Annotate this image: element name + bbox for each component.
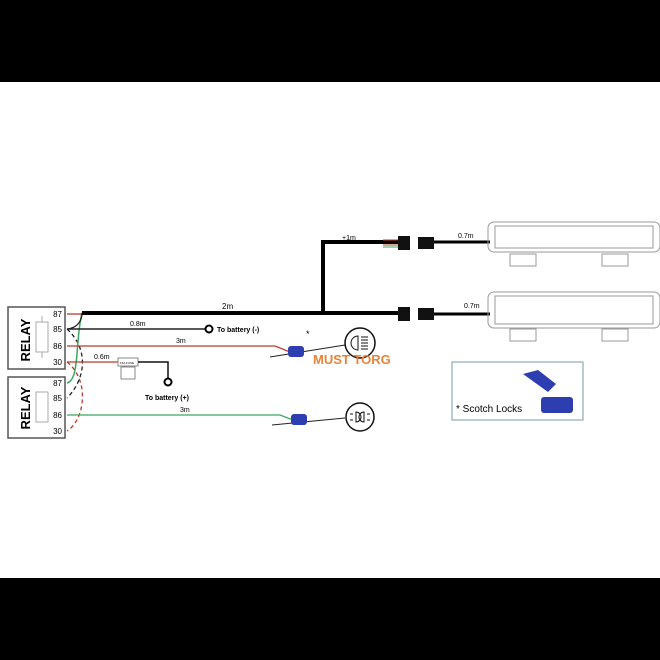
high-beam-icon [344,327,376,359]
relay-1: RELAY 87 85 86 30 [7,306,66,370]
legend-text: * Scotch Locks [456,404,522,415]
relay-2: RELAY 87 85 86 30 [7,376,66,439]
bar-bottom-length: 0.7m [464,303,480,310]
watermark: MUST TORG [313,352,391,367]
light-bar-top [487,221,660,267]
pin-85: 85 [53,325,62,334]
bar-top-length: 0.7m [458,233,474,240]
connector-top [383,236,490,250]
connector-bottom [398,307,490,321]
scotch-locks-legend: * Scotch Locks [451,361,584,421]
branch-wire [321,240,400,313]
pin-85: 85 [53,394,62,403]
top-letterbox [0,0,660,82]
low-beam-length: 3m [180,407,190,414]
jumper-30 [66,361,84,432]
ring-terminal-icon [163,377,173,387]
svg-text:15A FUSE: 15A FUSE [120,361,134,365]
fuse-holder-icon: 15A FUSE [117,357,139,380]
asterisk: * [306,329,310,339]
pin-87: 87 [53,310,62,319]
low-beam-icon [345,402,375,432]
battery-pos-label: To battery (+) [145,395,189,402]
bottom-letterbox [0,578,660,660]
scotch-lock-icon [523,370,556,392]
ground-length: 0.8m [130,321,146,328]
pin-86: 86 [53,411,62,420]
ring-terminal-icon [204,324,214,334]
pin-86: 86 [53,342,62,351]
pin-30: 30 [53,358,62,367]
light-bar-bottom [487,291,660,342]
pin-87: 87 [53,379,62,388]
scotch-lock-icon [288,346,304,357]
power-length: 0.6m [94,354,110,361]
battery-neg-label: To battery (-) [217,327,259,334]
pin-30: 30 [53,427,62,436]
main-wire-length: 2m [222,302,233,311]
jumper-85 [66,328,84,399]
relay-label: RELAY [18,318,33,361]
branch-length: +1m [342,235,356,242]
high-beam-length: 3m [176,338,186,345]
scotch-lock-icon [291,414,307,425]
relay-label: RELAY [18,386,33,429]
